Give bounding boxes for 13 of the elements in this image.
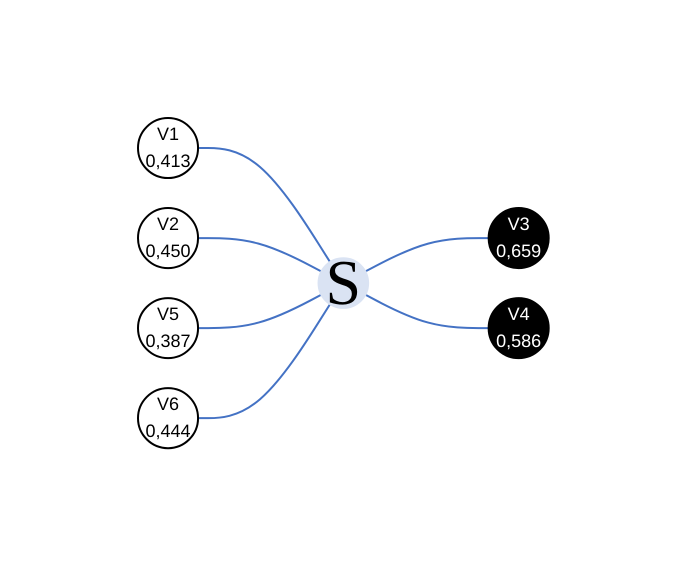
node-circle: V4 0,586 — [488, 298, 550, 360]
connector — [365, 237, 489, 273]
connector — [365, 294, 489, 330]
connector — [198, 147, 331, 263]
node-circle: S — [318, 258, 370, 310]
node-circle: V6 0,444 — [137, 388, 200, 450]
connector — [198, 294, 322, 330]
connector — [198, 237, 322, 273]
connector — [198, 304, 331, 420]
node-circle: V3 0,659 — [488, 207, 550, 270]
node-circle: V5 0,387 — [137, 298, 200, 360]
node-circle: V1 0,413 — [137, 117, 200, 180]
node-circle: V2 0,450 — [137, 207, 200, 270]
